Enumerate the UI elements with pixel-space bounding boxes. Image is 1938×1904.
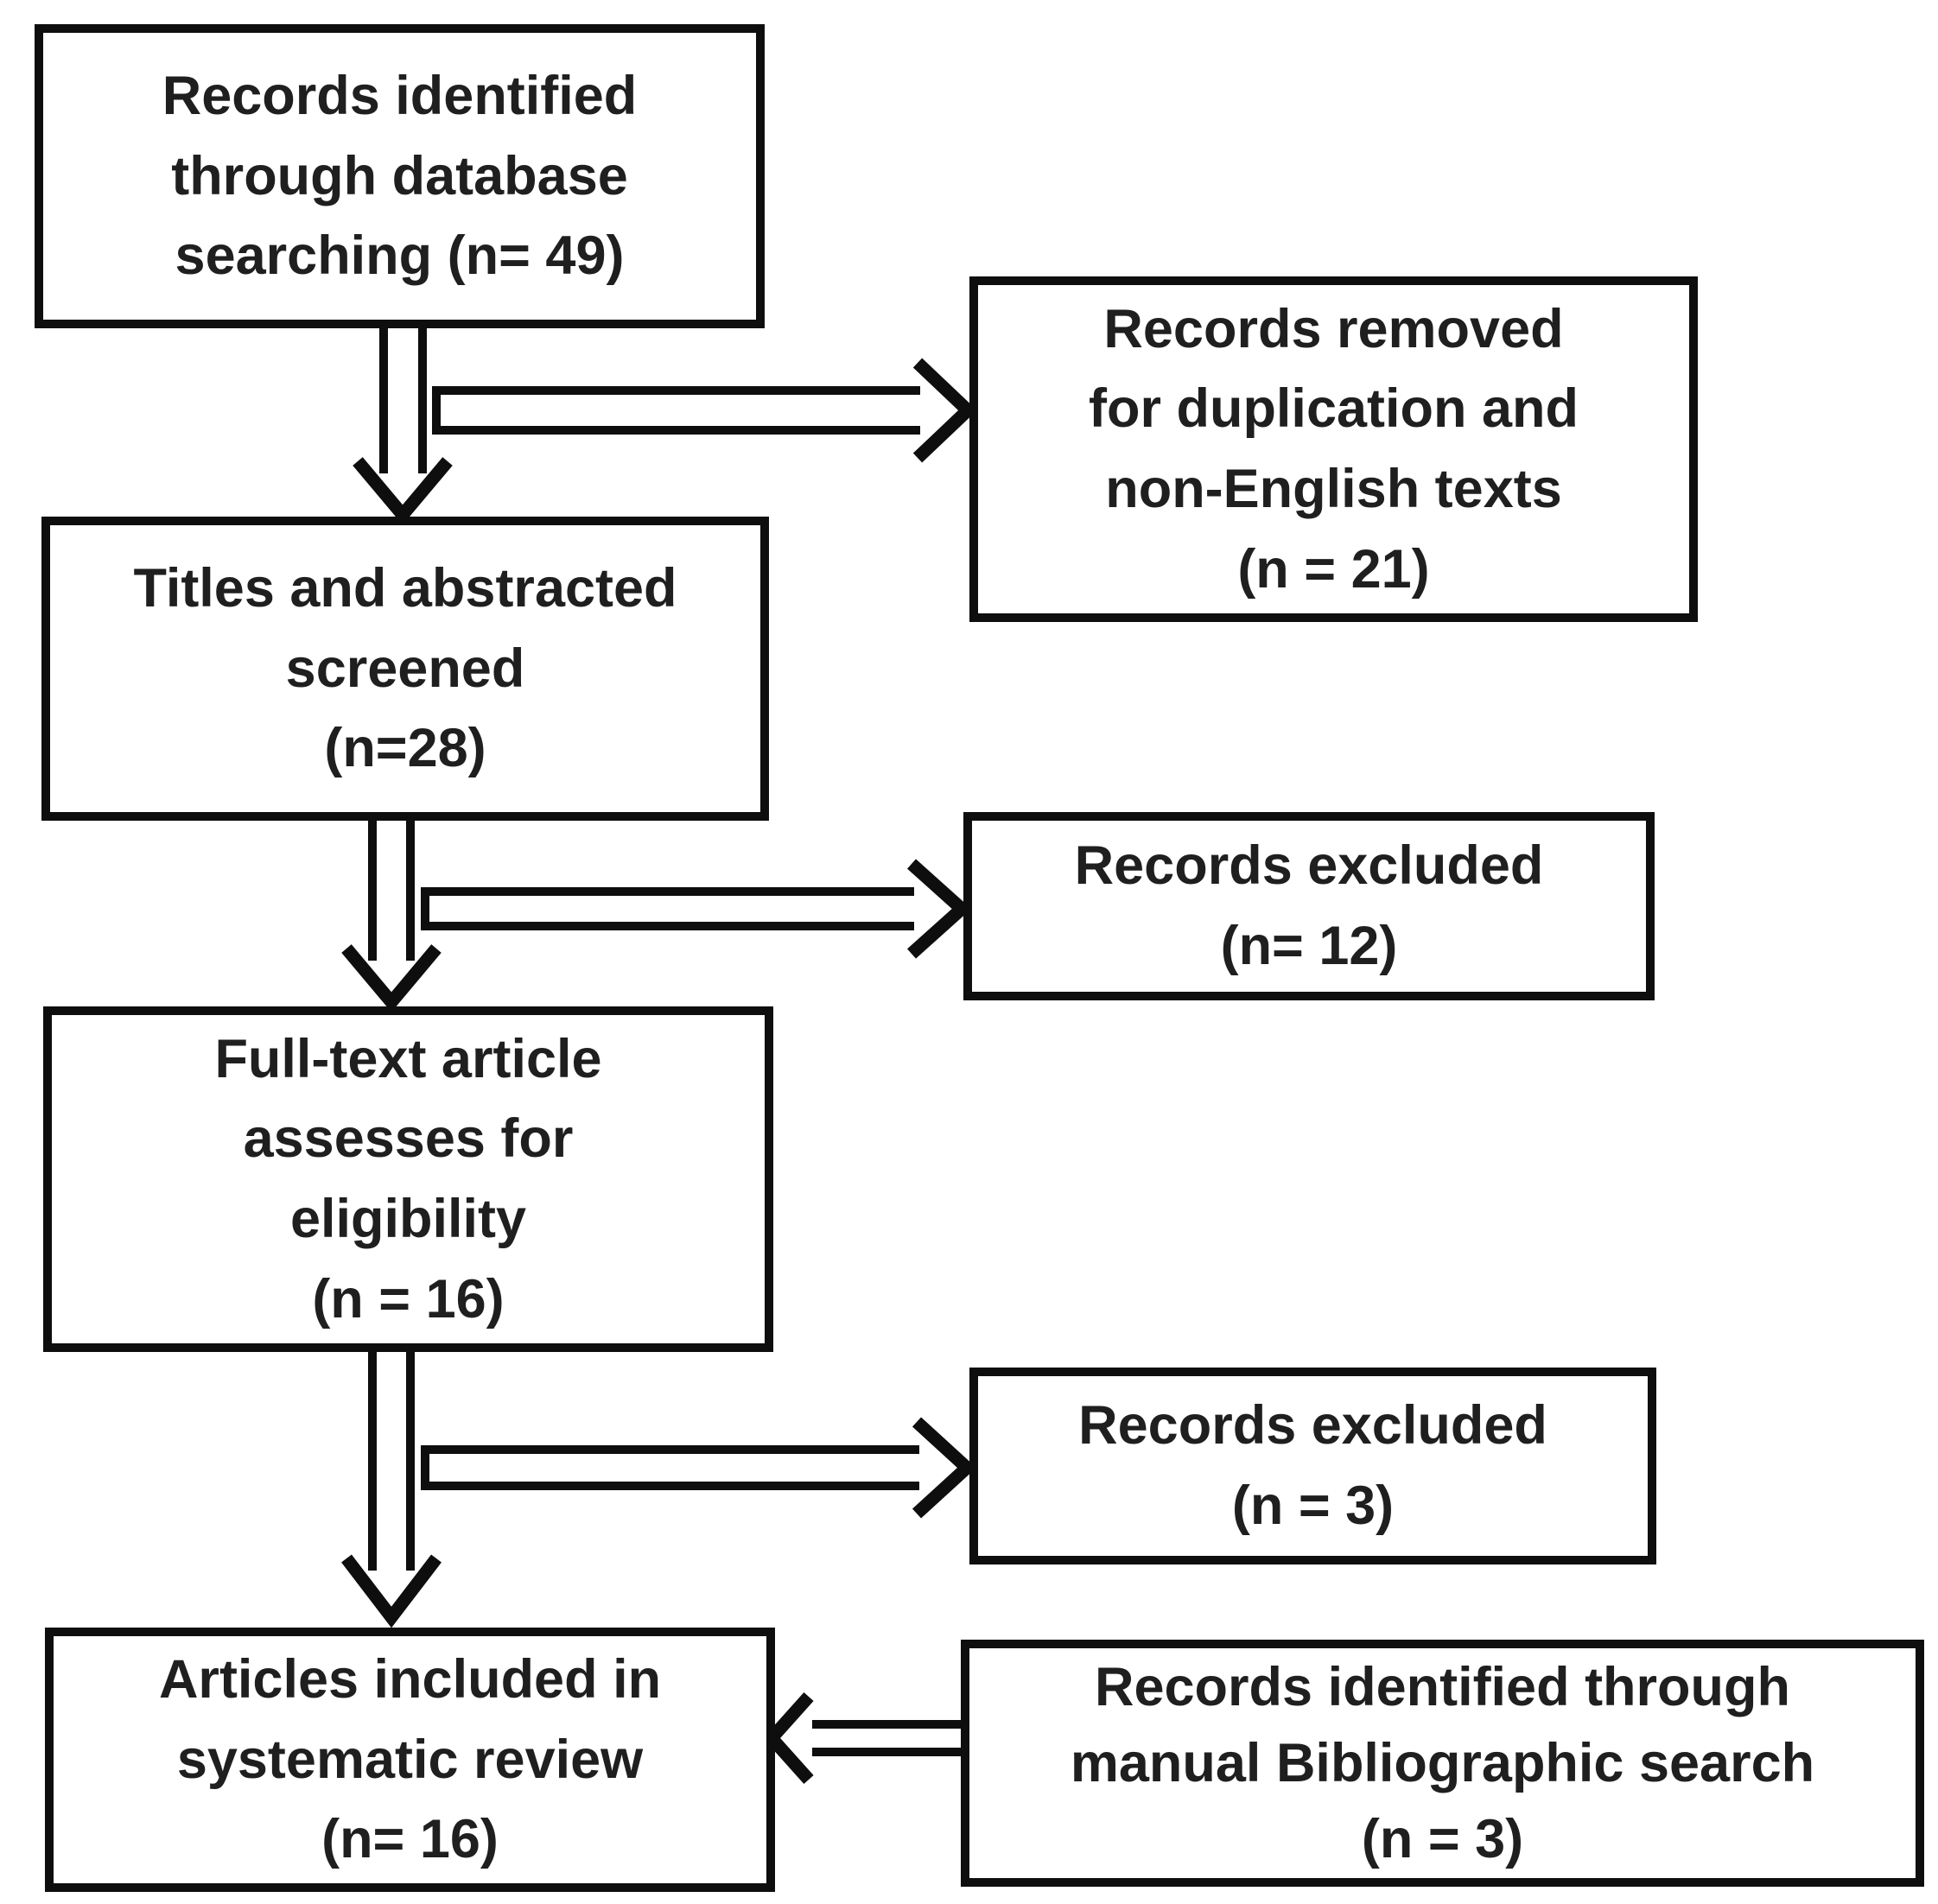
box-line: (n = 3) [1361,1809,1524,1870]
down-arrow-shaft [368,1352,415,1571]
box-line: (n= 16) [321,1809,499,1870]
box-line: (n= 12) [1220,916,1398,976]
down-arrow-head-icon [353,457,453,525]
left-arrow-shaft [812,1720,961,1756]
box-line: systematic review [176,1729,644,1790]
box-records-excluded-screening: Records excluded (n= 12) [963,812,1655,1000]
down-arrow-head-icon [341,944,442,1012]
box-line: non-English texts [1105,459,1562,519]
box-line: Records excluded [1074,835,1544,897]
box-line: for duplication and [1089,378,1579,440]
box-line: Records identified [162,66,638,127]
down-arrow-identified-to-screened [353,328,453,525]
box-line: Full-text article [214,1028,602,1089]
box-records-excluded-eligibility: Records excluded (n = 3) [969,1368,1656,1564]
down-arrow-shaft [368,821,415,961]
box-line: through database [171,145,628,206]
box-line: Records excluded [1078,1395,1547,1457]
down-arrow-screened-to-fulltext [341,821,442,1012]
box-line: searching (n= 49) [175,225,625,287]
down-arrow-head-icon [341,1554,442,1628]
box-line: (n = 3) [1231,1476,1395,1536]
box-line: (n = 21) [1237,538,1430,600]
box-line: (n=28) [324,718,486,779]
box-line: eligibility [289,1189,527,1249]
box-line: Records removed [1103,298,1564,359]
box-articles-included: Articles included in systematic review (… [45,1628,775,1892]
left-arrow-head-icon [762,1691,814,1785]
right-arrow-identified-to-removed [432,358,977,463]
right-arrow-head-icon [906,859,972,959]
down-arrow-fulltext-to-included [341,1352,442,1628]
box-line: Articles included in [158,1649,662,1710]
left-arrow-bibliographic-to-included [762,1691,961,1785]
right-arrow-screened-to-excluded [421,859,972,959]
right-arrow-head-icon [912,1417,977,1519]
box-line: screened [285,638,525,699]
box-line: (n = 16) [312,1268,505,1330]
box-line: assesses for [243,1108,574,1170]
box-records-identified: Records identified through database sear… [35,24,765,328]
box-records-removed: Records removed for duplication and non-… [969,276,1698,622]
box-line: manual Bibliographic search [1070,1732,1815,1793]
box-line: Titles and abstracted [133,558,677,619]
right-arrow-fulltext-to-excluded [421,1417,977,1519]
box-titles-abstracts-screened: Titles and abstracted screened (n=28) [41,517,769,821]
box-fulltext-assessed: Full-text article assesses for eligibili… [43,1006,773,1352]
right-arrow-shaft [432,386,920,435]
box-line: Records identified through [1094,1656,1790,1717]
right-arrow-shaft [421,887,914,930]
right-arrow-head-icon [912,358,977,463]
box-manual-bibliographic-search: Records identified through manual Biblio… [961,1640,1924,1887]
down-arrow-shaft [379,328,427,473]
right-arrow-shaft [421,1445,919,1490]
